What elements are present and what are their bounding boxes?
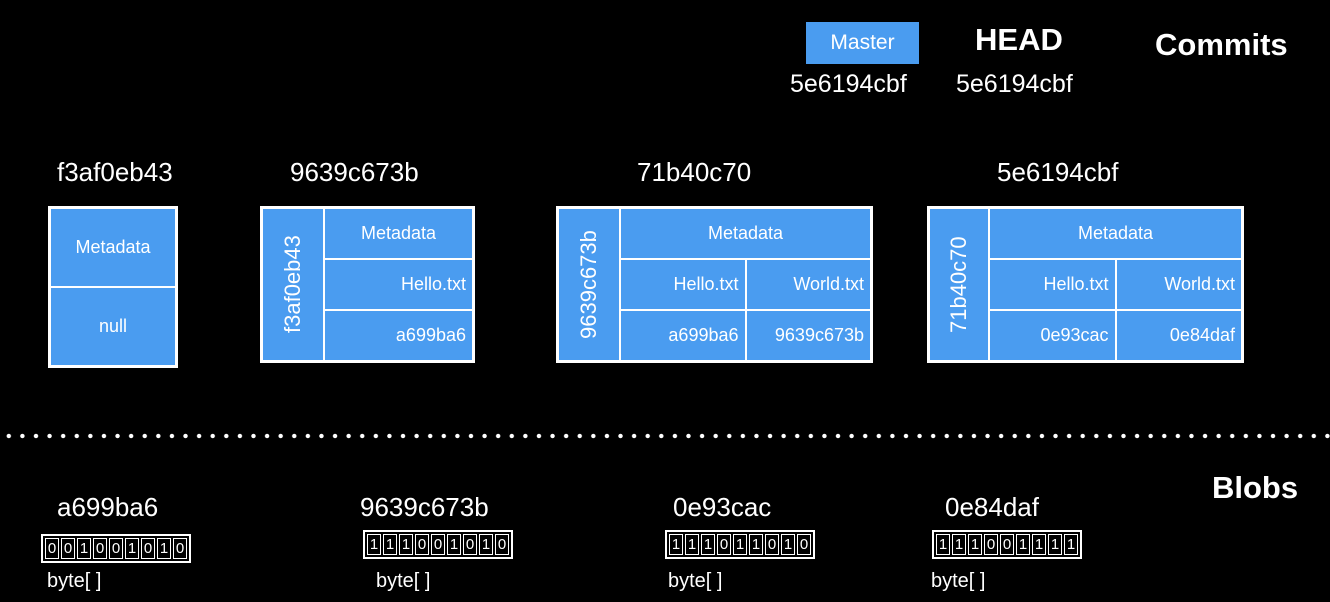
- blob-bit: 1: [383, 534, 397, 555]
- blob-bit: 1: [781, 534, 795, 555]
- blob-hash-1: a699ba6: [57, 492, 159, 522]
- blob-bit: 1: [77, 538, 91, 559]
- blob-bit: 1: [749, 534, 763, 555]
- commit-hash-3: 71b40c70: [637, 157, 752, 187]
- blob-bit: 0: [109, 538, 123, 559]
- blob-hash-4: 0e84daf: [945, 492, 1039, 522]
- commit-hash-2: 9639c673b: [290, 157, 419, 187]
- blob-hash-2: 9639c673b: [360, 492, 489, 522]
- blob-bit: 1: [479, 534, 493, 555]
- blob-bit: 1: [968, 534, 982, 555]
- blob-bit: 0: [141, 538, 155, 559]
- commit-hash-4: 5e6194cbf: [997, 157, 1119, 187]
- blob-bit: 1: [367, 534, 381, 555]
- blob-type-3: byte[ ]: [668, 570, 723, 592]
- commit-parent-hash: 71b40c70: [930, 209, 988, 360]
- blob-bit: 0: [717, 534, 731, 555]
- blob-bit: 1: [936, 534, 950, 555]
- commit-metadata: Metadata: [51, 209, 175, 286]
- blob-bit: 1: [1016, 534, 1030, 555]
- commit-file-ref: 0e84daf: [1116, 311, 1241, 360]
- blob-type-4: byte[ ]: [931, 570, 986, 592]
- commit-box-1: Metadata null: [48, 206, 178, 368]
- blob-bit: 0: [463, 534, 477, 555]
- commit-file-name: World.txt: [1116, 260, 1241, 309]
- commit-file-name: Hello.txt: [990, 260, 1115, 309]
- blob-bit: 1: [1032, 534, 1046, 555]
- head-hash: 5e6194cbf: [956, 70, 1073, 98]
- blob-bit: 1: [701, 534, 715, 555]
- blob-bit: 0: [415, 534, 429, 555]
- blob-bit: 0: [61, 538, 75, 559]
- commit-parent-hash: 9639c673b: [559, 209, 619, 360]
- commit-box-4: 71b40c70 Metadata Hello.txt World.txt 0e…: [927, 206, 1244, 363]
- commit-metadata: Metadata: [990, 209, 1241, 258]
- commit-file-ref: a699ba6: [621, 311, 745, 360]
- blob-bit: 1: [157, 538, 171, 559]
- commit-metadata: Metadata: [325, 209, 472, 258]
- commit-hash-1: f3af0eb43: [57, 157, 173, 187]
- commit-box-2: f3af0eb43 Metadata Hello.txt a699ba6: [260, 206, 475, 363]
- section-separator: [0, 432, 1330, 440]
- master-branch-badge: Master: [806, 22, 919, 64]
- head-label: HEAD: [975, 22, 1063, 57]
- blob-bit: 0: [45, 538, 59, 559]
- commit-metadata: Metadata: [621, 209, 870, 258]
- blob-bit: 1: [1048, 534, 1062, 555]
- blob-bit: 0: [173, 538, 187, 559]
- master-hash: 5e6194cbf: [790, 70, 907, 98]
- commits-section-label: Commits: [1155, 27, 1288, 62]
- blob-bit: 1: [447, 534, 461, 555]
- blob-bit: 0: [765, 534, 779, 555]
- blobs-section-label: Blobs: [1212, 470, 1299, 505]
- blob-hash-3: 0e93cac: [673, 492, 772, 522]
- blob-bit: 1: [669, 534, 683, 555]
- blob-bit: 0: [1000, 534, 1014, 555]
- blob-bit: 0: [797, 534, 811, 555]
- blob-bit: 1: [952, 534, 966, 555]
- commit-file-name: Hello.txt: [325, 260, 472, 309]
- commit-file-name: Hello.txt: [621, 260, 745, 309]
- blob-bit: 0: [93, 538, 107, 559]
- commit-file-ref: 9639c673b: [746, 311, 870, 360]
- commit-box-3: 9639c673b Metadata Hello.txt World.txt a…: [556, 206, 873, 363]
- commit-file-ref: 0e93cac: [990, 311, 1115, 360]
- commit-tree-null: null: [51, 288, 175, 365]
- blob-bit: 1: [125, 538, 139, 559]
- commit-parent-hash: f3af0eb43: [263, 209, 323, 360]
- commit-file-name: World.txt: [746, 260, 870, 309]
- blob-type-1: byte[ ]: [47, 570, 102, 592]
- blob-bit: 0: [495, 534, 509, 555]
- blob-bit: 0: [984, 534, 998, 555]
- blob-type-2: byte[ ]: [376, 570, 431, 592]
- blob-bit: 1: [399, 534, 413, 555]
- blob-bit: 1: [1064, 534, 1078, 555]
- commit-file-ref: a699ba6: [325, 311, 472, 360]
- blob-bit: 1: [733, 534, 747, 555]
- blob-bit: 1: [685, 534, 699, 555]
- blob-bit: 0: [431, 534, 445, 555]
